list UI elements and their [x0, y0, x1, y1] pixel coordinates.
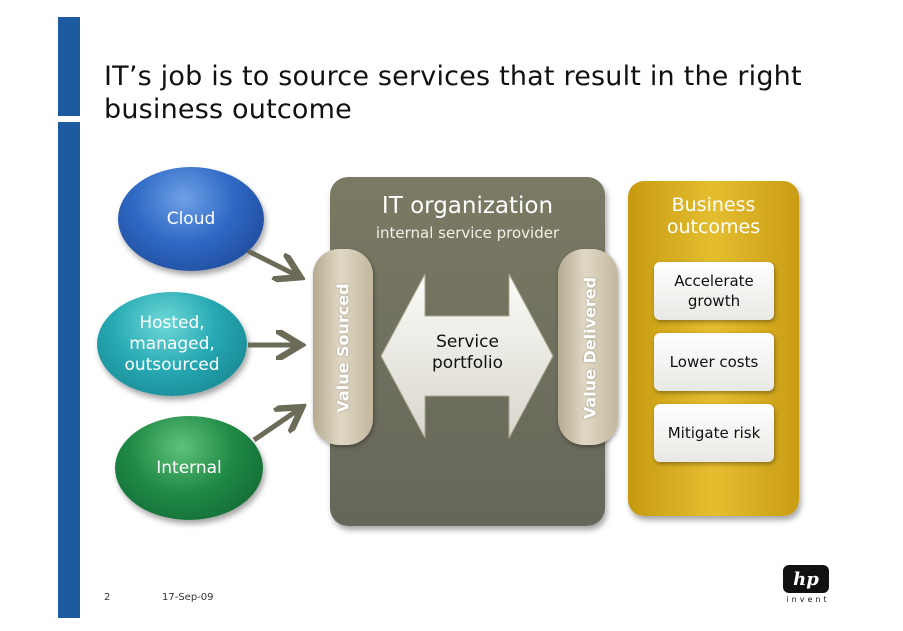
- hp-logo-mark: hp: [783, 565, 829, 593]
- hp-logo: hp invent: [783, 565, 833, 604]
- value-sourced-pill: [313, 249, 373, 445]
- right-arrow-icon: [246, 248, 296, 275]
- it-organization-subtitle: internal service provider: [375, 224, 560, 242]
- service-portfolio-label: Service portfolio: [431, 332, 504, 373]
- outcome-label: Mitigate risk: [667, 424, 761, 442]
- source-internal-label: Internal: [156, 457, 222, 478]
- value-sourced-label: Value Sourced: [333, 283, 353, 413]
- source-hosted-label: Hosted, managed, outsourced: [124, 312, 220, 375]
- accent-bar-bottom: [58, 122, 80, 618]
- outcome-lower-costs: Lower costs: [654, 333, 774, 391]
- right-arrow-icon: [252, 410, 298, 443]
- accent-bar-top: [58, 17, 80, 116]
- source-internal: Internal: [115, 416, 263, 520]
- value-delivered-pill: [558, 249, 618, 445]
- value-delivered-label: Value Delivered: [580, 276, 600, 420]
- slide-date: 17-Sep-09: [162, 592, 214, 603]
- source-cloud-label: Cloud: [166, 208, 216, 229]
- outcome-label: Accelerate growth: [674, 272, 754, 310]
- source-arrows: [246, 248, 310, 443]
- hp-logo-tagline: invent: [786, 595, 830, 604]
- double-arrow-icon: [380, 274, 554, 438]
- outcome-label: Lower costs: [669, 353, 759, 371]
- outcome-mitigate-risk: Mitigate risk: [654, 404, 774, 462]
- business-outcomes-title: Business outcomes: [666, 194, 761, 238]
- outcome-accelerate-growth: Accelerate growth: [654, 262, 774, 320]
- it-organization-title: IT organization: [381, 193, 554, 219]
- source-hosted: Hosted, managed, outsourced: [97, 292, 247, 396]
- page-number: 2: [104, 592, 111, 603]
- source-cloud: Cloud: [118, 167, 264, 271]
- slide-title: IT’s job is to source services that resu…: [104, 61, 802, 125]
